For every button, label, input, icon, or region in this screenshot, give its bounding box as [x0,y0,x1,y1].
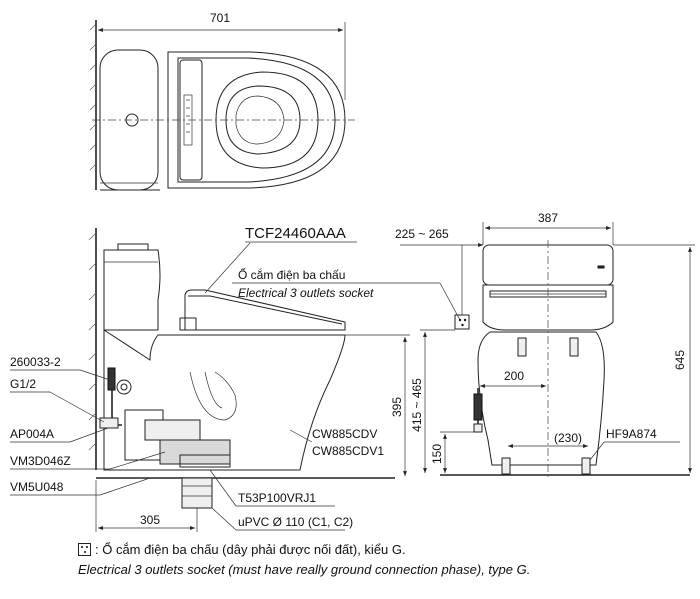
bolt-spacing-dim: (230) [554,431,582,445]
technical-drawing: 701 [10,11,695,532]
legend: : Ổ cắm điện ba chấu (dây phải được nối … [78,540,688,580]
side-view: 395 305 TCF24460AAA Ổ cắm điện ba chấu E… [10,225,461,532]
socket-label-vi: Ổ cắm điện ba chấu [238,267,345,282]
legend-text-vi: : Ổ cắm điện ba chấu (dây phải được nối … [95,542,406,557]
socket-height-dim: 415 ~ 465 [410,378,424,432]
bowl-label-a: CW885CDV [312,427,377,441]
top-width-dim: 701 [210,11,230,25]
valve-label: AP004A [10,427,54,441]
flange-label: VM3D046Z [10,454,71,468]
supply-height-dim: 150 [430,444,444,464]
thread-label: G1/2 [10,377,36,391]
rough-in-dim: 305 [140,513,160,527]
front-width-dim: 387 [538,211,558,225]
floor-part-label: VM5U048 [10,480,64,494]
legend-row-vi: : Ổ cắm điện ba chấu (dây phải được nối … [78,540,688,560]
total-height-dim: 645 [673,350,687,370]
bolt-part-label: HF9A874 [606,427,657,441]
adapter-label: T53P100VRJ1 [238,491,316,505]
seat-model-label: TCF24460AAA [245,225,346,242]
top-view: 701 [89,11,355,191]
bowl-label-b: CW885CDV1 [312,444,384,458]
front-view: 387 225 ~ 265 645 415 ~ 465 150 200 (230… [395,211,695,480]
socket-range-dim: 225 ~ 265 [395,227,449,241]
socket-label-en: Electrical 3 outlets socket [238,286,374,300]
seat-height-dim: 395 [390,397,404,417]
legend-text-en: Electrical 3 outlets socket (must have r… [78,562,531,577]
socket-icon [78,543,91,556]
hose-label: 260033-2 [10,355,61,369]
pipe-label: uPVC Ø 110 (C1, C2) [238,515,353,529]
supply-offset-dim: 200 [504,369,524,383]
